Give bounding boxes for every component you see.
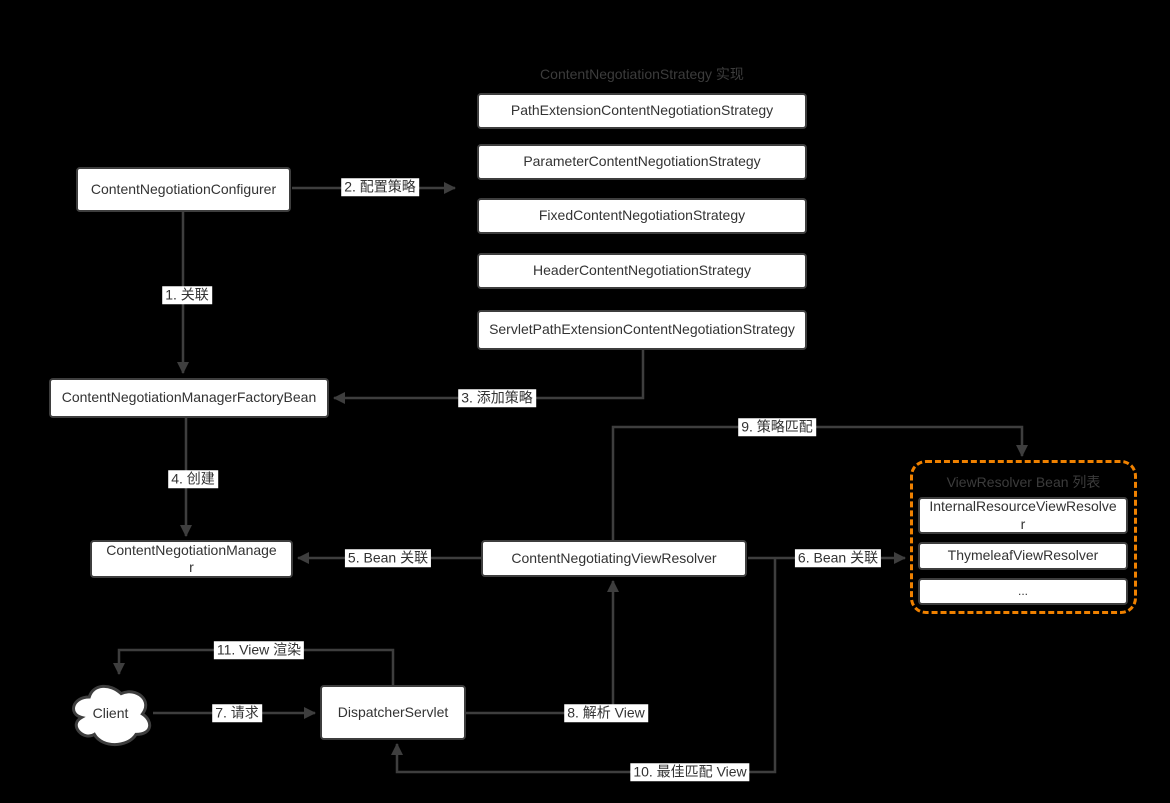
node-thymeleaf-view-resolver: ThymeleafViewResolver [918, 542, 1128, 570]
node-parameter-strategy: ParameterContentNegotiationStrategy [477, 144, 807, 180]
edge-10-best-match-view [391, 558, 777, 774]
edge-8-resolve-view [466, 580, 619, 715]
edge-label-2-configure-strategy: 2. 配置策略 [341, 178, 419, 196]
view-resolver-list-title: ViewResolver Bean 列表 [946, 474, 1101, 490]
view-resolver-list-container [910, 460, 1137, 614]
edge-label-4-create: 4. 创建 [168, 470, 218, 488]
edge-label-1-associate: 1. 关联 [162, 286, 212, 304]
edge-label-8-resolve-view: 8. 解析 View [564, 704, 648, 722]
edge-label-5-bean-associate: 5. Bean 关联 [344, 549, 432, 567]
node-content-negotiating-view-resolver: ContentNegotiatingViewResolver [481, 540, 747, 577]
node-header-strategy: HeaderContentNegotiationStrategy [477, 253, 807, 289]
edge-3-add-strategy [333, 350, 645, 404]
edge-label-10-best-match-view: 10. 最佳匹配 View [630, 763, 750, 781]
node-internal-resource-view-resolver: InternalResourceViewResolver [918, 497, 1128, 534]
client-cloud-label: Client [92, 705, 129, 721]
node-fixed-strategy: FixedContentNegotiationStrategy [477, 198, 807, 234]
edge-label-11-view-render: 11. View 渲染 [213, 641, 305, 659]
node-ellipsis-resolver: ... [918, 578, 1128, 605]
edge-label-6-bean-associate: 6. Bean 关联 [794, 549, 882, 567]
client-cloud-shape [72, 684, 152, 747]
edge-label-9-strategy-match: 9. 策略匹配 [738, 418, 816, 436]
node-content-negotiation-manager: ContentNegotiationManager [90, 540, 293, 578]
node-servlet-path-extension-strategy: ServletPathExtensionContentNegotiationSt… [477, 310, 807, 350]
edge-label-7-request: 7. 请求 [212, 704, 262, 722]
node-content-negotiation-configurer: ContentNegotiationConfigurer [76, 167, 291, 212]
node-dispatcher-servlet: DispatcherServlet [320, 685, 466, 740]
strategy-group-title: ContentNegotiationStrategy 实现 [540, 66, 744, 82]
edge-9-strategy-match [611, 425, 1028, 540]
node-path-extension-strategy: PathExtensionContentNegotiationStrategy [477, 93, 807, 129]
edge-label-3-add-strategy: 3. 添加策略 [458, 389, 536, 407]
node-manager-factory-bean: ContentNegotiationManagerFactoryBean [49, 378, 329, 418]
